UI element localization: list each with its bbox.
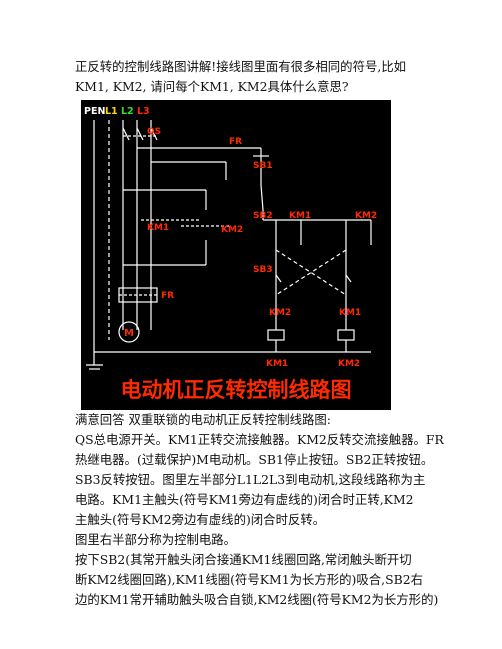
phase-label-pen: PEN: [84, 106, 105, 117]
answer-line: 按下SB2(其常开触头闭合接通KM1线圈回路,常闭触头断开切: [75, 552, 412, 567]
question-text: 正反转的控制线路图讲解!接线图里面有很多相同的符号,比如 KM1, KM2, 请…: [75, 57, 435, 97]
circuit-wiring: [86, 120, 372, 370]
answer-line: 热继电器。(过载保护)M电动机。SB1停止按钮。SB2正转按钮。: [75, 452, 434, 467]
answer-line: SB3反转按钮。图里左半部分L1L2L3到电动机,这段线路称为主: [75, 472, 426, 487]
diagram-title: 电动机正反转控制线路图: [121, 378, 352, 402]
phase-label-l3: L3: [137, 106, 150, 117]
answer-line: 边的KM1常开辅助触头吸合自锁,KM2线圈(符号KM2为长方形的): [75, 592, 439, 607]
answer-line: 图里右半部分称为控制电路。: [75, 532, 237, 547]
phase-label-l2: L2: [121, 106, 134, 117]
answer-line: QS总电源开关。KM1正转交流接触器。KM2反转交流接触器。FR: [75, 432, 444, 447]
answer-text: 满意回答 双重联锁的电动机正反转控制线路图: QS总电源开关。KM1正转交流接触…: [75, 410, 444, 610]
label-km1-main: KM1: [147, 223, 169, 233]
label-sb3: SB3: [253, 265, 273, 275]
label-sb1: SB1: [253, 161, 273, 171]
phase-label-l1: L1: [105, 106, 118, 117]
label-fr-heater: FR: [161, 291, 174, 301]
answer-line: 主触头(符号KM2旁边有虚线的)闭合时反转。: [75, 512, 326, 527]
question-line: 正反转的控制线路图讲解!接线图里面有很多相同的符号,比如: [75, 59, 407, 74]
label-km1-coil: KM1: [266, 359, 288, 369]
motor-label: M: [124, 328, 134, 339]
label-km2-interlock: KM2: [269, 308, 291, 318]
answer-line: 电路。KM1主触头(符号KM1旁边有虚线的)闭合时正转,KM2: [75, 492, 414, 507]
label-sb2: SB2: [253, 211, 273, 221]
question-line: KM1, KM2, 请问每个KM1, KM2具体什么意思?: [75, 79, 349, 94]
label-fr-contact: FR: [229, 137, 242, 147]
circuit-diagram-image: PEN L1 L2 L3 QS FR SB1 SB2 KM1 KM2 SB3 K…: [81, 100, 391, 410]
label-qs: QS: [147, 127, 161, 137]
label-km2-main: KM2: [221, 225, 243, 235]
answer-line: 断KM2线圈回路),KM1线圈(符号KM1为长方形的)吸合,SB2右: [75, 572, 423, 587]
answer-line: 满意回答 双重联锁的电动机正反转控制线路图:: [75, 412, 331, 427]
label-km2-coil: KM2: [338, 359, 360, 369]
label-km2-hold: KM2: [355, 211, 377, 221]
label-km1-hold: KM1: [339, 308, 361, 318]
label-km1-interlock: KM1: [289, 211, 311, 221]
